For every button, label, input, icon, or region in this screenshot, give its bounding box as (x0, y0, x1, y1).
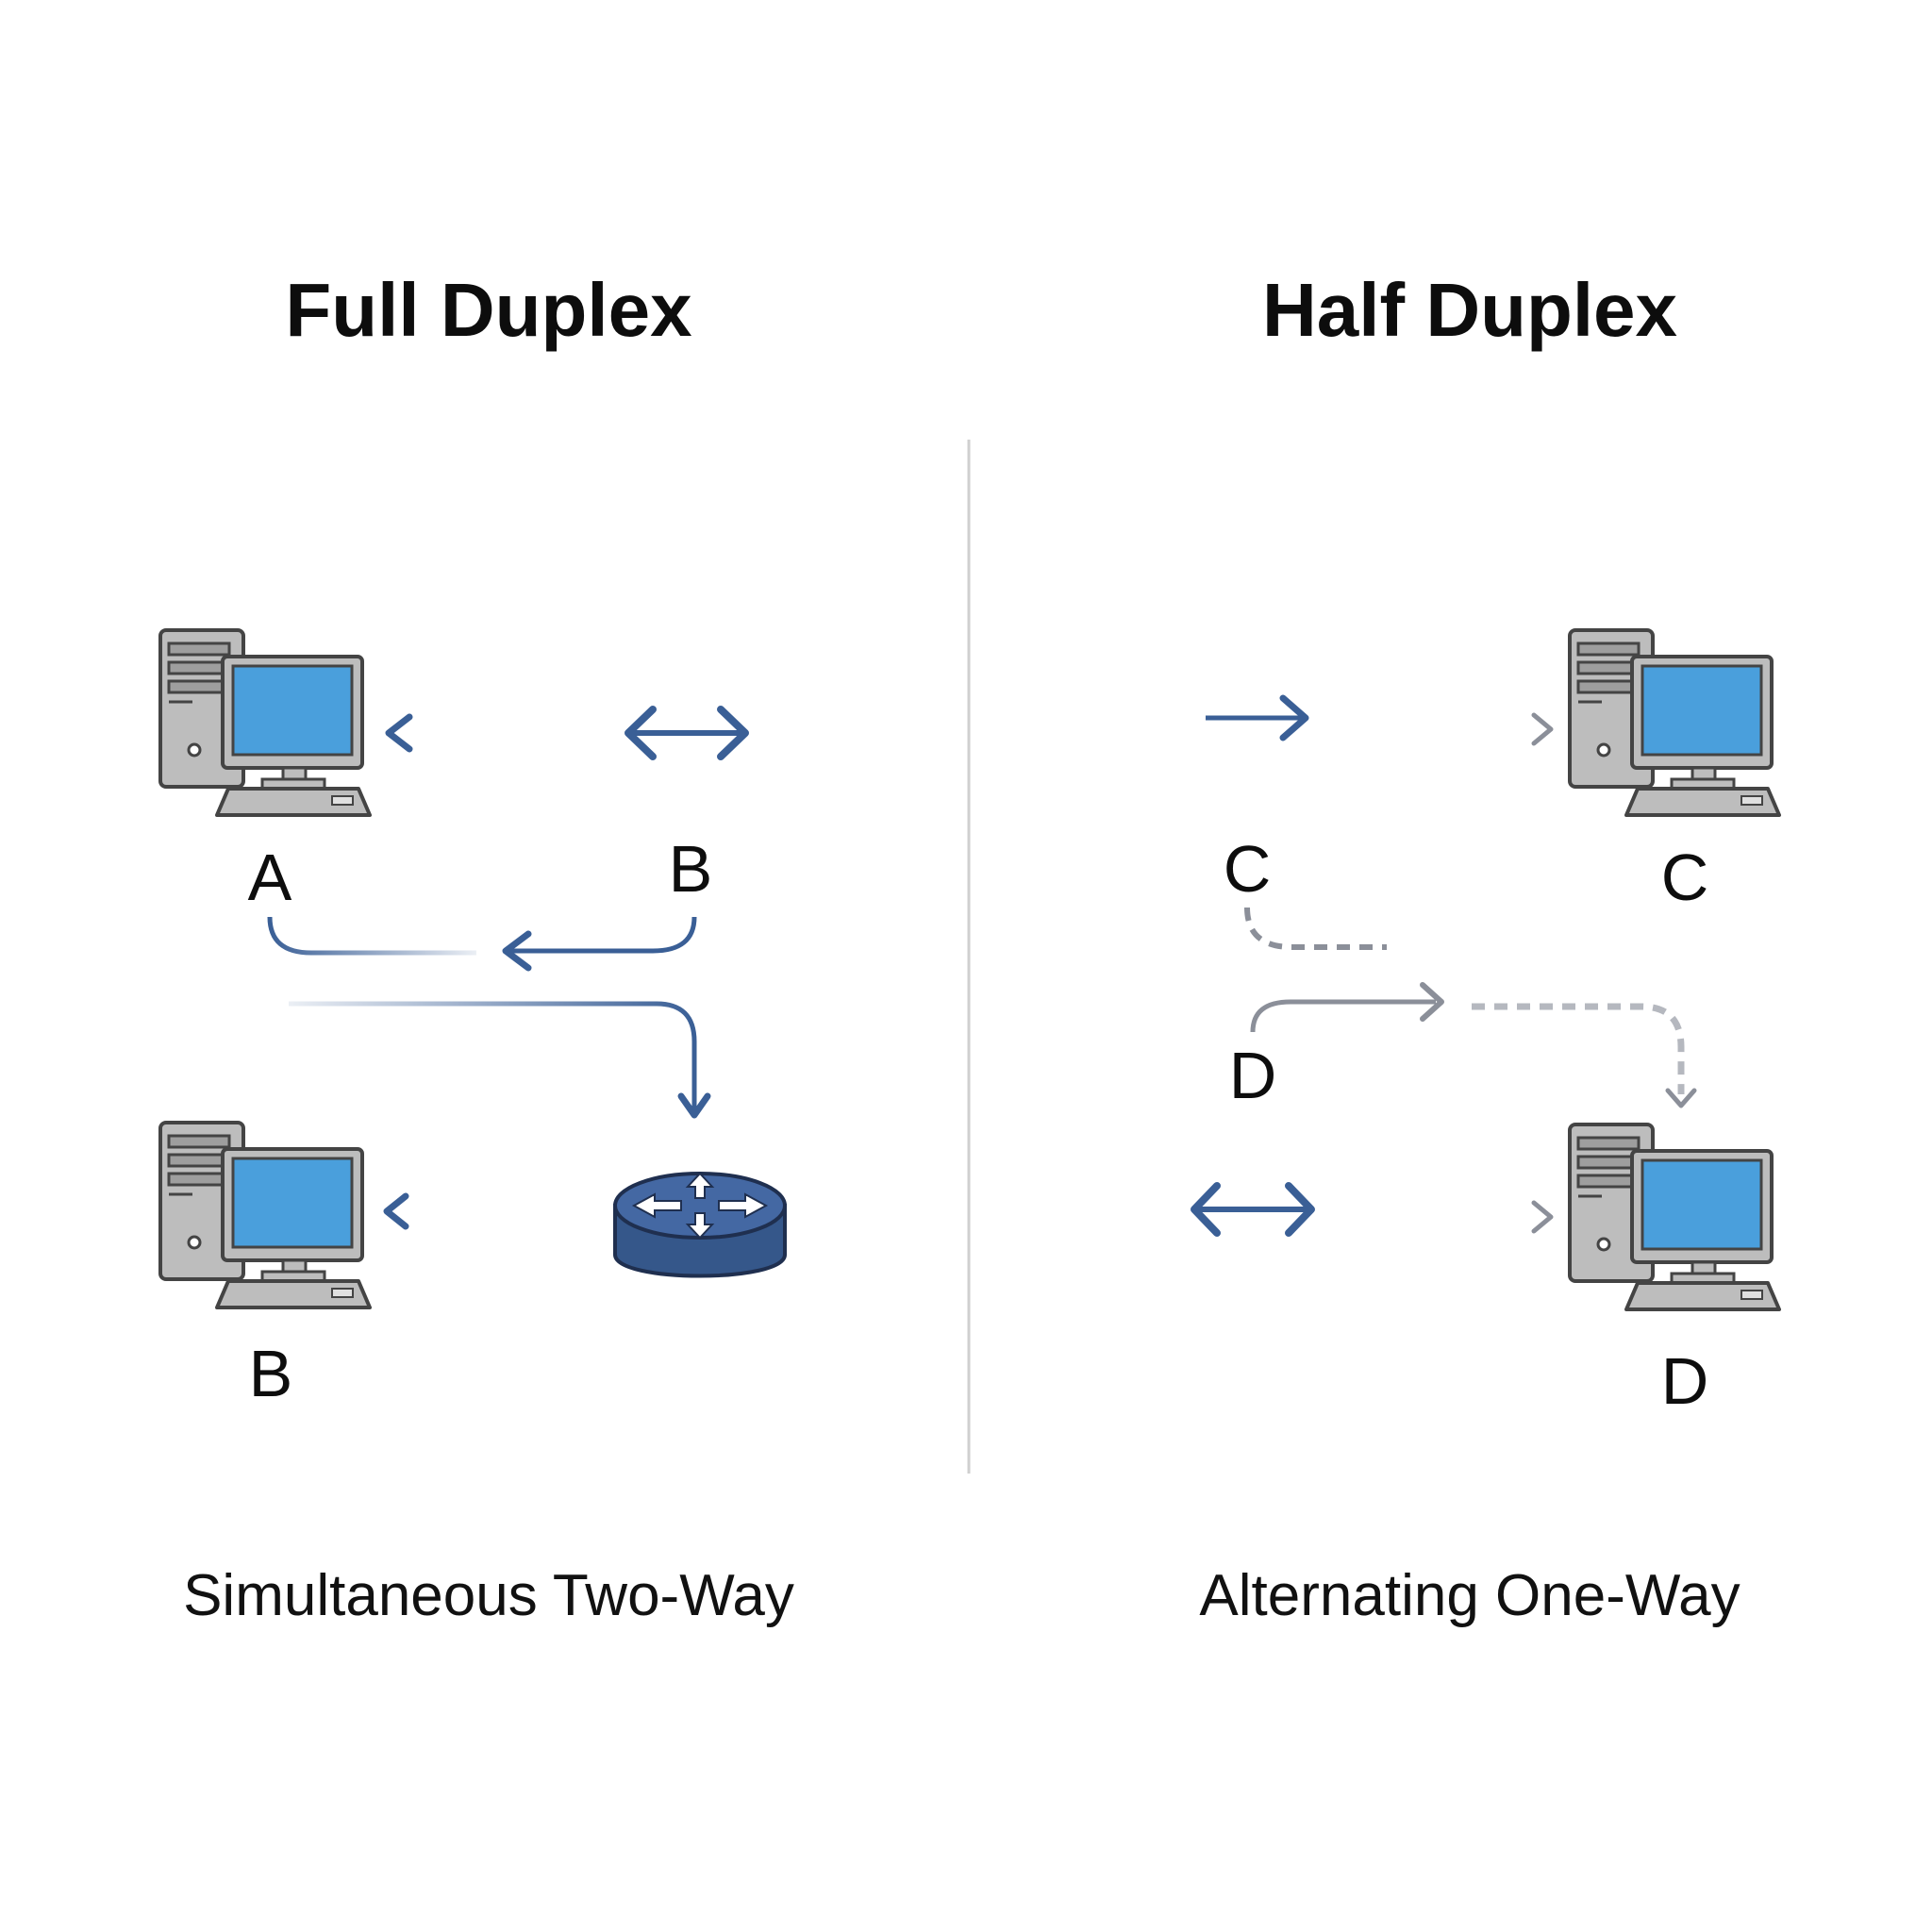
node-label-a: A (248, 841, 292, 914)
connector-from-d (1250, 982, 1444, 1033)
dashed-arrow-to-d (1472, 1003, 1697, 1108)
computer-icon (158, 1121, 372, 1309)
arrow-to-router (289, 1001, 711, 1119)
node-label-d-left: D (1229, 1039, 1277, 1112)
computer-icon (1568, 1123, 1781, 1311)
full-duplex-panel: A B B (158, 628, 794, 1628)
router-icon (613, 1172, 787, 1278)
node-label-c-left: C (1224, 832, 1272, 906)
connector-from-b (502, 916, 697, 972)
dashed-arrow-to-d-bottom (1334, 1200, 1554, 1234)
computer-icon (1568, 628, 1781, 817)
node-label-c-right: C (1661, 841, 1709, 914)
arrow-to-computer-b (383, 1192, 589, 1230)
connector-from-a (267, 916, 476, 956)
node-label-d-right: D (1661, 1344, 1709, 1418)
half-duplex-title: Half Duplex (1262, 268, 1677, 352)
dashed-arrow-to-c (1334, 712, 1554, 746)
computer-icon (158, 628, 372, 817)
full-duplex-caption: Simultaneous Two-Way (183, 1563, 794, 1628)
node-label-b-bottom: B (249, 1337, 293, 1410)
connector-from-c (1244, 907, 1660, 950)
node-label-b-top: B (669, 832, 713, 906)
half-duplex-caption: Alternating One-Way (1199, 1563, 1740, 1628)
half-duplex-panel: C C D D (1191, 628, 1781, 1628)
double-arrow-icon (625, 706, 749, 760)
arrow-send-right (1206, 694, 1309, 741)
double-arrow-icon (1191, 1182, 1315, 1237)
arrow-to-computer-a (385, 713, 594, 753)
full-duplex-title: Full Duplex (285, 268, 691, 352)
